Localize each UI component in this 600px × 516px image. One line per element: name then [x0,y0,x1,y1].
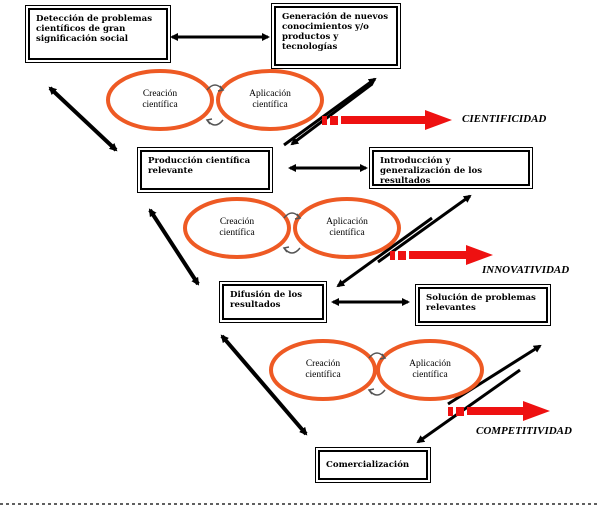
box-deteccion: Detección de problemas científicos de gr… [25,5,171,63]
cycle-3-aplicacion-label: Aplicación científica [409,359,451,380]
curved-arrow-icon [205,84,225,126]
cycle-1-creacion-label: Creación científica [142,89,178,110]
box-generacion-text: Generación de nuevos conocimientos y/o p… [282,12,389,52]
red-arrow-cientificidad [322,110,452,130]
arrow-down-to-difusion [336,216,433,288]
cycle-2-aplicacion-label: Aplicación científica [326,217,368,238]
arrow-to-generacion [283,77,377,147]
box-difusion-text: Difusión de los resultados [230,290,303,310]
red-arrow-competitividad [448,401,550,421]
box-produccion-text: Producción científica relevante [148,156,251,176]
red-arrow-innovatividad [390,245,493,265]
box-generacion: Generación de nuevos conocimientos y/o p… [271,3,401,69]
box-solucion-text: Solución de problemas relevantes [426,293,536,313]
label-cientificidad: CIENTIFICIDAD [462,113,547,125]
box-introduccion-text: Introducción y generalización de los res… [380,156,483,186]
oval-aplicacion-2 [293,197,401,259]
box-comercializacion-text: Comercialización [326,460,410,470]
box-solucion: Solución de problemas relevantes [415,284,551,326]
arrow-deteccion-produccion [48,86,118,152]
box-difusion: Difusión de los resultados [219,281,327,323]
arrow-produccion-difusion [148,208,200,286]
arrow-difusion-comercializacion [220,334,308,436]
label-competitividad: COMPETITIVIDAD [476,425,572,437]
label-innovatividad: INNOVATIVIDAD [482,264,570,276]
cycle-1-aplicacion-label: Aplicación científica [249,89,291,110]
box-produccion: Producción científica relevante [137,147,273,193]
arrow-down-to-comercializacion [416,368,521,444]
box-deteccion-text: Detección de problemas científicos de gr… [36,14,153,44]
arrow-down-to-produccion [290,82,373,146]
oval-aplicacion-1 [216,69,324,131]
oval-creacion-1 [106,69,214,131]
cycle-2-creacion-label: Creación científica [219,217,255,238]
oval-creacion-3 [269,339,377,401]
oval-creacion-2 [183,197,291,259]
cycle-3-creacion-label: Creación científica [305,359,341,380]
oval-aplicacion-3 [376,339,484,401]
curved-arrow-icon [282,212,302,254]
box-comercializacion: Comercialización [315,447,431,483]
curved-arrow-icon [367,352,387,396]
box-introduccion: Introducción y generalización de los res… [369,147,533,189]
